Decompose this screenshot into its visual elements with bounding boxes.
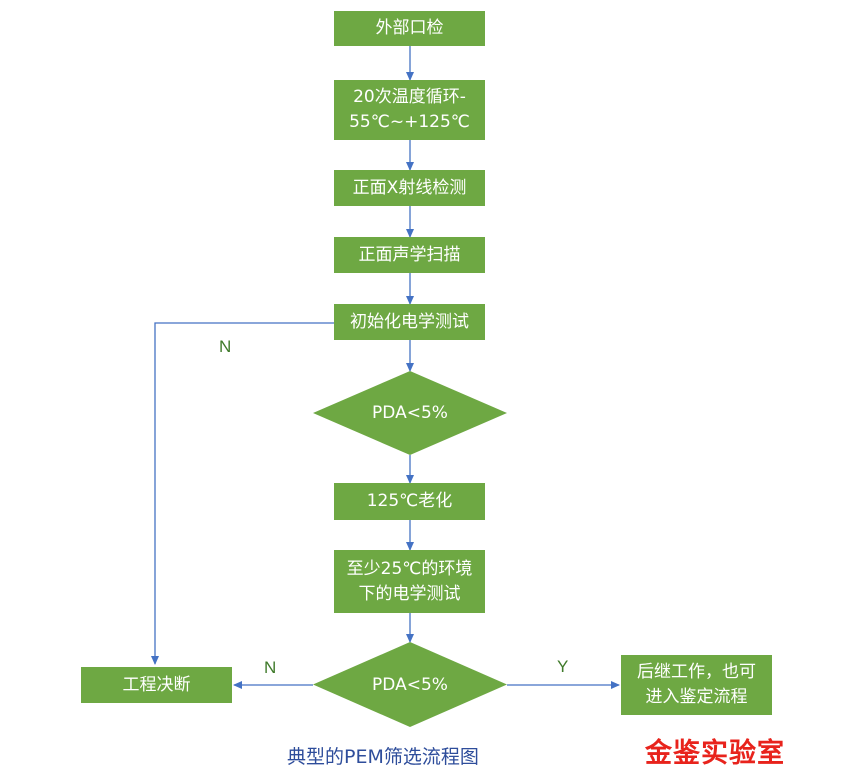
step-initial-electrical-test: 初始化电学测试	[334, 304, 485, 340]
engineering-decision-label: 工程决断	[122, 674, 191, 695]
decision-pda-first-shape	[313, 371, 507, 455]
step-burn-in: 125℃老化	[334, 483, 485, 520]
follow-up-box: 后继工作，也可 进入鉴定流程	[621, 655, 772, 715]
edge-label-n-lower: N	[264, 658, 277, 677]
decision-pda-second: PDA<5%	[313, 642, 507, 727]
step-temperature-cycling-line1: 20次温度循环-	[353, 87, 466, 107]
step-ambient-electrical-test-line2: 下的电学测试	[358, 583, 461, 604]
arrow-step5-to-fail	[151, 322, 334, 665]
decision-pda-first-label: PDA<5%	[372, 403, 448, 423]
engineering-decision-box: 工程决断	[81, 667, 232, 703]
step-acoustic-scan: 正面声学扫描	[334, 237, 485, 273]
step-xray-inspection-label: 正面X射线检测	[352, 177, 467, 198]
step-ambient-electrical-test: 至少25℃的环境 下的电学测试	[334, 550, 485, 613]
step-temperature-cycling-line2: 55℃~+125℃	[349, 112, 470, 132]
step-initial-electrical-test-label: 初始化电学测试	[350, 311, 469, 332]
decision-pda-second-shape	[313, 642, 507, 727]
edge-label-n-upper: N	[219, 337, 232, 356]
watermark-lab-name: 金鉴实验室	[645, 738, 785, 769]
diagram-caption: 典型的PEM筛选流程图	[287, 746, 479, 768]
decision-pda-first: PDA<5%	[313, 371, 507, 455]
step-temperature-cycling: 20次温度循环- 55℃~+125℃	[334, 80, 485, 140]
step-acoustic-scan-label: 正面声学扫描	[358, 244, 461, 265]
step-visual-inspection-label: 外部口检	[375, 18, 444, 38]
step-visual-inspection: 外部口检	[334, 11, 485, 46]
follow-up-line1: 后继工作，也可	[637, 662, 756, 682]
step-xray-inspection: 正面X射线检测	[334, 170, 485, 206]
decision-pda-second-label: PDA<5%	[372, 674, 448, 695]
step-ambient-electrical-test-line1: 至少25℃的环境	[346, 558, 473, 579]
step-burn-in-label: 125℃老化	[366, 491, 453, 511]
follow-up-line2: 进入鉴定流程	[645, 687, 748, 707]
edge-label-y: Y	[557, 657, 569, 676]
